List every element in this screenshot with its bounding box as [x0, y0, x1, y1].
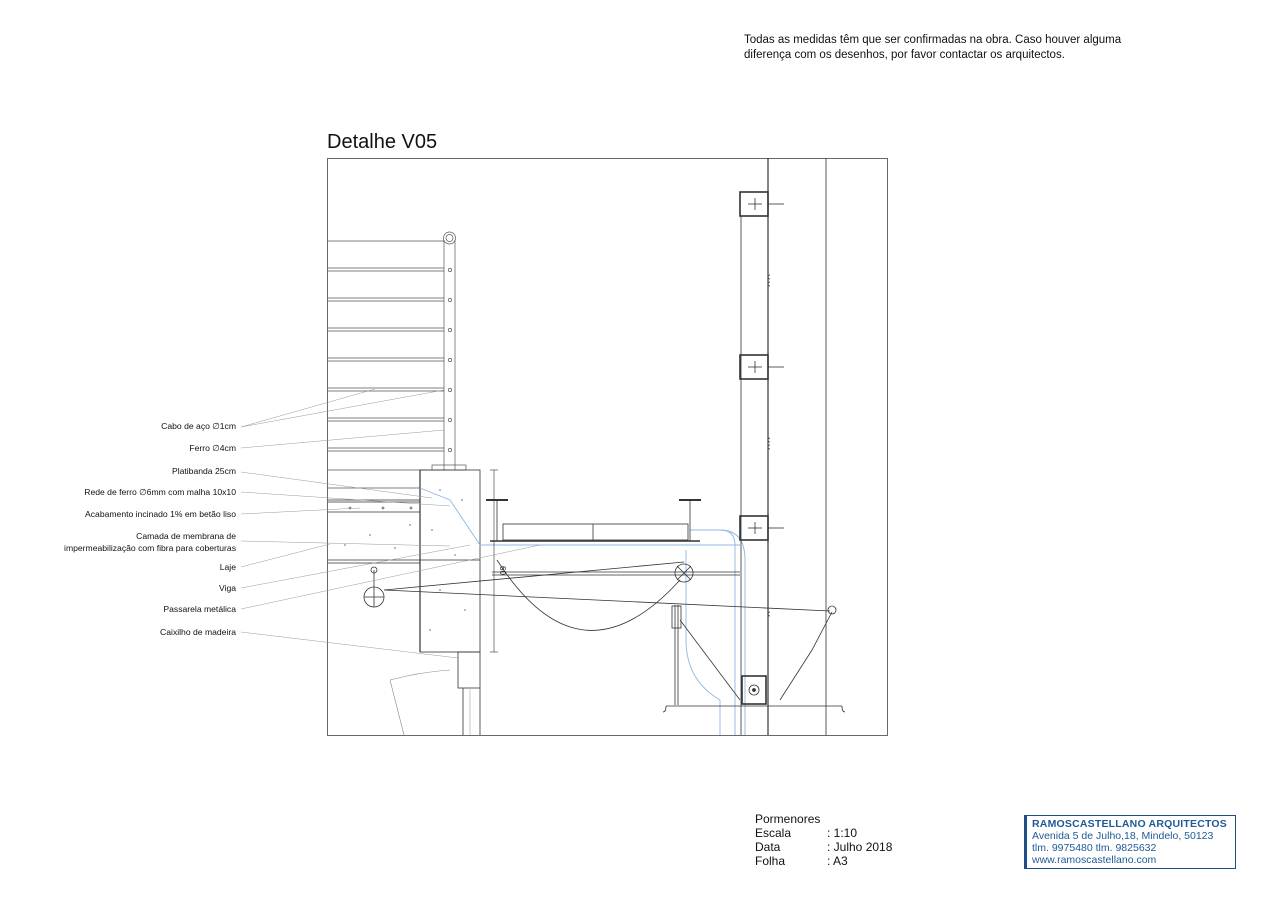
stamp-address: Avenida 5 de Julho,18, Mindelo, 50123 — [1032, 830, 1214, 842]
leader-lines — [240, 388, 541, 659]
railing — [328, 231, 467, 489]
metal-walkway — [486, 469, 740, 653]
label-camada-2: impermeabilização com fibra para cobertu… — [64, 543, 236, 553]
info-folha: Folha : A3 — [755, 854, 848, 868]
note-line-2: diferença com os desenhos, por favor con… — [744, 49, 1065, 61]
label-rede: Rede de ferro ∅6mm com malha 10x10 — [84, 487, 236, 497]
architect-stamp: RAMOSCASTELLANO ARQUITECTOS Avenida 5 de… — [1024, 815, 1236, 869]
window-frame — [389, 669, 451, 736]
info-heading: Pormenores — [755, 812, 821, 826]
label-caixilho: Caixilho de madeira — [160, 627, 236, 637]
drawing-frame — [327, 158, 888, 736]
detail-title: Detalhe V05 — [327, 131, 438, 153]
label-camada-1: Camada de membrana de — [136, 531, 236, 541]
label-laje: Laje — [219, 562, 236, 572]
site-note: Todas as medidas têm que ser confirmadas… — [744, 33, 1184, 63]
stamp-phone: tlm. 9975480 tlm. 9825632 — [1032, 842, 1157, 854]
facade-column — [662, 158, 846, 735]
label-platibanda: Platibanda 25cm — [171, 466, 236, 476]
sheet-info: Pormenores Escala : 1:10 Data : Julho 20… — [755, 812, 892, 868]
label-ferro: Ferro ∅4cm — [189, 443, 236, 453]
waterproof-membrane — [419, 487, 746, 735]
label-acabamento: Acabamento incinado 1% em betão liso — [85, 509, 236, 519]
stamp-web: www.ramoscastellano.com — [1032, 854, 1157, 866]
stamp-firm: RAMOSCASTELLANO ARQUITECTOS — [1032, 818, 1227, 830]
concrete-slab — [328, 469, 481, 735]
info-data: Data : Julho 2018 — [755, 840, 893, 854]
label-passarela: Passarela metálica — [163, 604, 236, 614]
concrete-hatch — [344, 489, 466, 631]
info-escala: Escala : 1:10 — [755, 826, 858, 840]
cable-system — [363, 561, 837, 705]
dimension-60: 60 — [498, 566, 507, 575]
label-viga: Viga — [218, 583, 236, 593]
label-cabo: Cabo de aço ∅1cm — [161, 421, 236, 431]
note-line-1: Todas as medidas têm que ser confirmadas… — [744, 34, 1122, 46]
